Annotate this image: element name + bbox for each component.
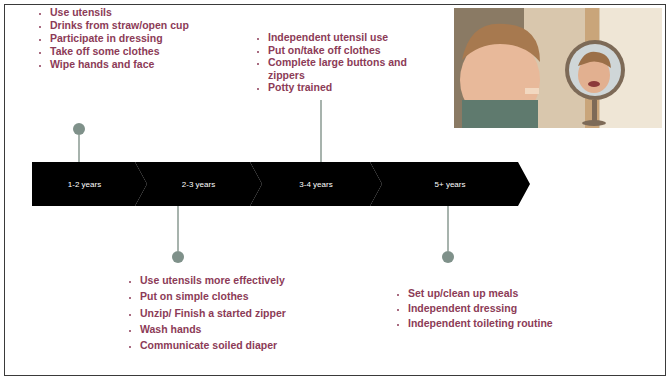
- milestone-item: Participate in dressing: [50, 32, 195, 45]
- milestone-item: Independent toileting routine: [408, 316, 628, 331]
- milestone-item: Wipe hands and face: [50, 58, 195, 71]
- child-photo: [454, 8, 662, 128]
- timeline-segment: 2-3 years: [135, 162, 262, 206]
- leader-line: [78, 135, 80, 162]
- milestone-item: Use utensils: [50, 6, 195, 19]
- milestone-item: Drinks from straw/open cup: [50, 19, 195, 32]
- milestone-item: Put on simple clothes: [140, 288, 360, 304]
- milestone-item: Wash hands: [140, 321, 360, 337]
- milestone-list: Independent utensil usePut on/take off c…: [254, 31, 443, 94]
- timeline-segment: 1-2 years: [32, 162, 147, 206]
- leader-line: [320, 100, 322, 162]
- milestone-list: Set up/clean up mealsIndependent dressin…: [394, 286, 628, 331]
- age-label: 2-3 years: [182, 180, 215, 189]
- milestone-item: Communicate soiled diaper: [140, 337, 360, 353]
- leader-dot: [73, 123, 85, 135]
- age-label: 1-2 years: [68, 180, 101, 189]
- milestone-item: Independent utensil use: [268, 31, 443, 44]
- milestone-item: Unzip/ Finish a started zipper: [140, 305, 360, 321]
- milestone-item: Take off some clothes: [50, 45, 195, 58]
- age-label: 3-4 years: [299, 180, 332, 189]
- milestone-list: Use utensilsDrinks from straw/open cupPa…: [36, 6, 195, 71]
- milestone-list: Use utensils more effectivelyPut on simp…: [126, 272, 360, 353]
- milestone-item: Independent dressing: [408, 301, 628, 316]
- milestone-item: Complete large buttons and zippers: [268, 56, 443, 81]
- leader-line: [177, 206, 179, 251]
- timeline-segment: 3-4 years: [250, 162, 382, 206]
- leader-dot: [442, 251, 454, 263]
- milestone-item: Use utensils more effectively: [140, 272, 360, 288]
- milestone-item: Potty trained: [268, 81, 443, 94]
- leader-dot: [172, 251, 184, 263]
- timeline-segment: 5+ years: [370, 162, 530, 206]
- age-label: 5+ years: [435, 180, 466, 189]
- milestone-item: Set up/clean up meals: [408, 286, 628, 301]
- frame: [5, 5, 666, 376]
- leader-line: [447, 206, 449, 251]
- milestone-item: Put on/take off clothes: [268, 44, 443, 57]
